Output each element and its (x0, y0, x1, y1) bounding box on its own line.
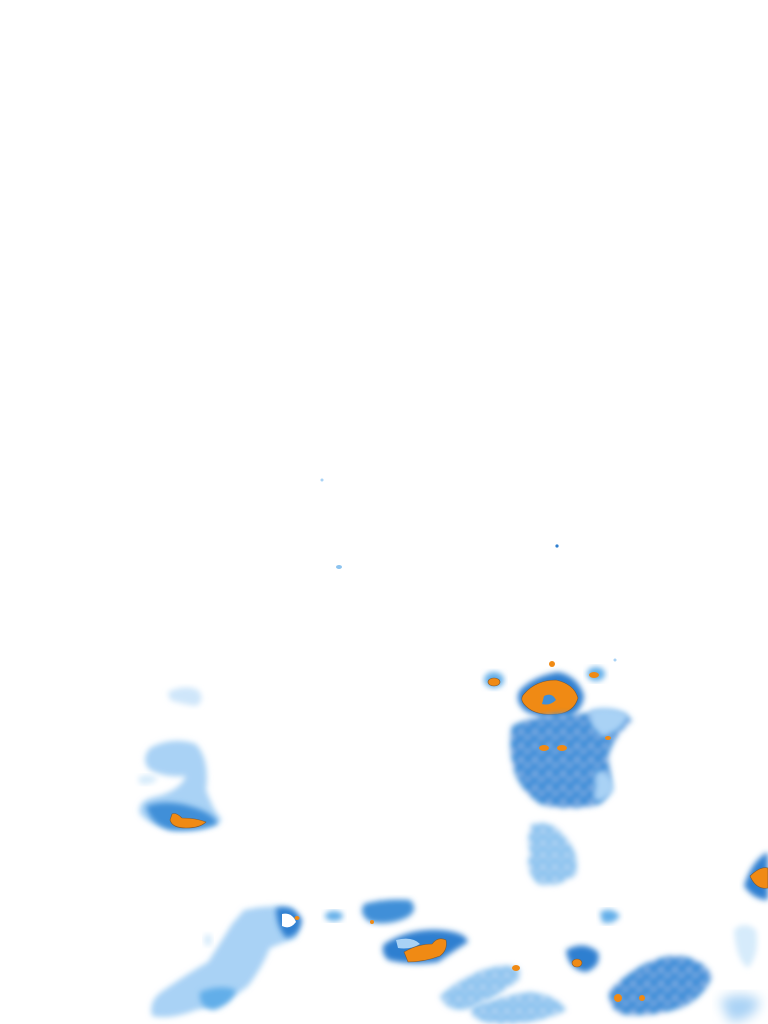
isolated-echoes (320, 478, 617, 662)
storm-cell-central[interactable] (484, 661, 632, 885)
rain-area-southeast[interactable] (440, 909, 760, 1024)
rain-band-southwest[interactable] (151, 906, 343, 1018)
storm-cell-west[interactable] (138, 687, 222, 831)
storm-cell-east-edge[interactable] (734, 852, 768, 968)
storm-cell-south[interactable] (362, 899, 468, 964)
